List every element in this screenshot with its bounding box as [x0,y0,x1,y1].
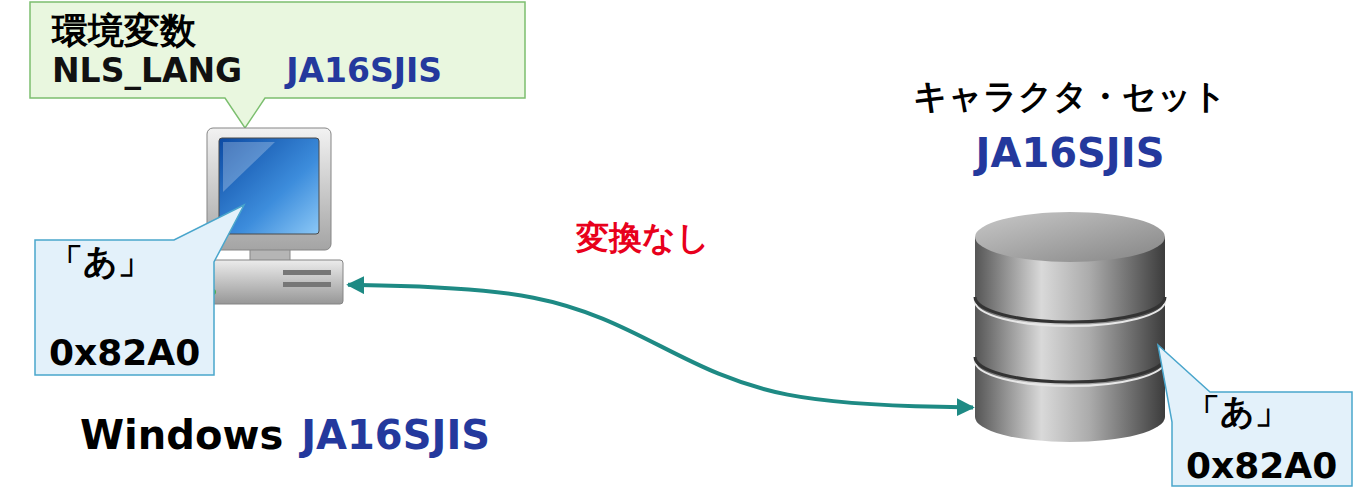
env-callout: 環境変数NLS_LANG JA16SJIS [30,2,525,98]
text-row: 0x82A0 [49,332,200,373]
charset-value: JA16SJIS [976,130,1165,176]
charset-heading: キャラクタ・セット [913,77,1227,116]
data-callout: 「あ」 0x82A0 [1172,392,1352,486]
character: 「あ」 [49,242,152,281]
charset-value: JA16SJIS [301,412,490,458]
callout-shape [30,2,525,128]
text-row: 0x82A0 [1186,445,1338,486]
text-row: 「あ」 [1186,392,1338,431]
code-value: 0x82A0 [1186,445,1337,486]
text-row: 「あ」 [49,242,200,281]
callout-shape [35,205,244,375]
database: キャラクタ・セットJA16SJIS [975,212,1165,442]
text-row: キャラクタ・セット [913,77,1227,116]
database-cylinder [975,212,1165,442]
character: 「あ」 [1186,392,1289,431]
node-caption: Windows JA16SJIS [80,412,490,458]
edge-label: 変換なし [576,219,710,257]
double-arrow [348,285,973,408]
charset-value: JA16SJIS [286,52,442,90]
text-row: NLS_LANG JA16SJIS [52,52,503,90]
variable-heading: 環境変数 [52,10,196,51]
code-value: 0x82A0 [49,332,200,373]
text-row: Windows JA16SJIS [80,412,490,458]
client-computer: WindowsJA16SJIS [195,122,345,307]
callout-shape [1158,345,1352,486]
data-callout: 「あ」 0x82A0 [35,240,214,375]
node-caption: キャラクタ・セット JA16SJIS [895,77,1245,176]
os-name: Windows [80,412,283,458]
text-row: 環境変数 [52,10,503,51]
computer-icon [195,122,345,307]
variable-name: NLS_LANG [52,52,242,90]
text-row: JA16SJIS [976,130,1165,176]
